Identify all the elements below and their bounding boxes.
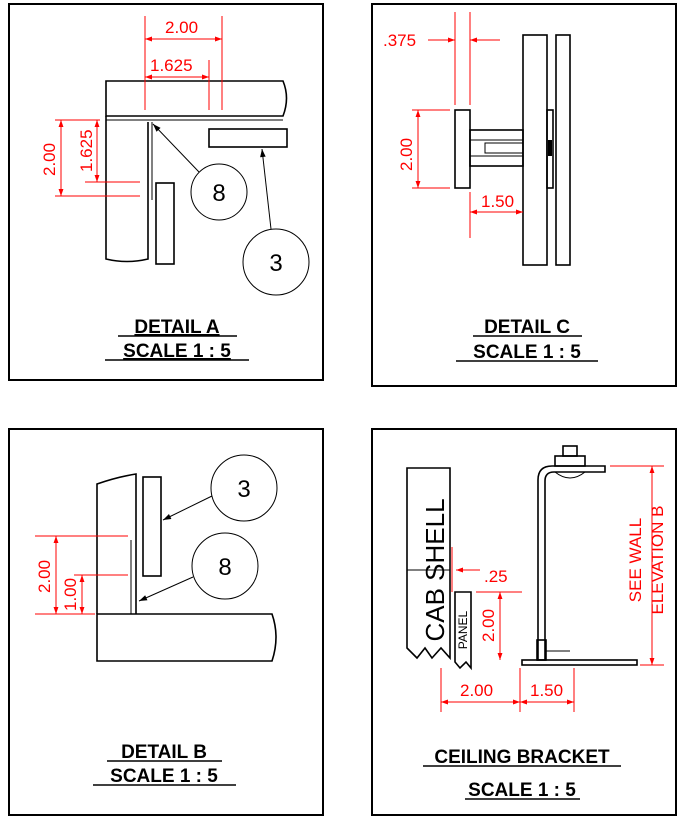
- detail-b-side-member: [96, 473, 137, 614]
- detail-a-dim-height-outer: 2.00: [40, 143, 59, 176]
- detail-c-title: DETAIL C: [484, 317, 570, 338]
- detail-a-dim-height-inner: 1.625: [77, 129, 96, 172]
- detail-b-dim-height: 2.00: [35, 560, 54, 593]
- ceiling-bracket-panel-strip: [454, 591, 472, 671]
- detail-c-dim-thickness: .375: [383, 31, 416, 50]
- ceiling-bracket-see-wall: SEE WALL: [626, 518, 645, 602]
- ceiling-bracket-scale: SCALE 1 : 5: [468, 780, 576, 801]
- detail-a-frame: [8, 3, 324, 381]
- detail-b-balloon-8: [191, 532, 259, 600]
- detail-a-leader-line: [260, 148, 272, 230]
- ceiling-bracket-nut: [554, 455, 586, 467]
- ceiling-bracket-lower-plate: [536, 639, 547, 661]
- detail-a-leader-line: [152, 123, 200, 173]
- ceiling-bracket-bolt: [562, 445, 578, 457]
- detail-b-panel-strip: [142, 476, 162, 577]
- detail-c-bolt: [484, 142, 524, 154]
- ceiling-bracket-cab-shell: [406, 467, 451, 661]
- detail-c-dim-depth: 1.50: [481, 192, 514, 211]
- detail-a-dim-width-outer: 2.00: [165, 18, 198, 37]
- detail-a-panel: 2.00 1.625 2.00 1.625 8 3 DETAIL A SCALE…: [8, 3, 324, 381]
- detail-b-balloon-3: [210, 454, 278, 522]
- detail-b-frame: [8, 428, 324, 816]
- detail-a-balloon-3-label: 3: [269, 250, 282, 277]
- ceiling-bracket-path: [554, 471, 586, 479]
- ceiling-bracket-dim-gap: .25: [484, 567, 508, 586]
- detail-c-dim-height: 2.00: [397, 138, 416, 171]
- detail-c-frame: [371, 3, 677, 387]
- detail-a-title: DETAIL A: [134, 317, 219, 338]
- detail-b-dim-offset: 1.00: [61, 578, 80, 611]
- detail-a-balloon-3: [242, 228, 310, 296]
- detail-c-panel: .375 2.00 1.50 DETAIL C SCALE 1 : 5: [371, 3, 677, 387]
- detail-b-balloon-3-label: 3: [237, 476, 250, 503]
- detail-c-nut-plate: [546, 109, 554, 189]
- ceiling-bracket-frame: [371, 428, 677, 816]
- detail-a-balloon-8-label: 8: [212, 180, 225, 207]
- ceiling-bracket-panel-label: PANEL: [456, 610, 470, 649]
- detail-b-leader-line: [138, 576, 194, 602]
- detail-a-scale: SCALE 1 : 5: [123, 341, 231, 362]
- detail-c-wall-skin: [555, 34, 571, 266]
- detail-a-dim-width-inner: 1.625: [150, 56, 193, 75]
- detail-b-bottom-member: [96, 613, 277, 662]
- detail-a-balloon-8: [190, 163, 248, 221]
- ceiling-bracket-elevation: ELEVATION B: [648, 506, 667, 615]
- detail-b-balloon-8-label: 8: [218, 554, 231, 581]
- detail-b-panel: 2.00 1.00 3 8 DETAIL B SCALE 1 : 5: [8, 428, 324, 816]
- detail-b-title: DETAIL B: [121, 742, 207, 763]
- detail-c-scale: SCALE 1 : 5: [473, 342, 581, 363]
- detail-a-panel-strip: [155, 182, 175, 265]
- ceiling-bracket-title: CEILING BRACKET: [434, 747, 610, 768]
- detail-b-leader-line: [162, 495, 213, 521]
- detail-c-wall-panel: [522, 34, 548, 266]
- ceiling-bracket-dim-depth: 1.50: [530, 681, 563, 700]
- detail-b-scale: SCALE 1 : 5: [110, 766, 218, 787]
- detail-a-side-member: [105, 116, 149, 263]
- detail-c-bracket-plate: [454, 109, 471, 189]
- detail-c-bracket-stem: [469, 129, 524, 167]
- detail-a-top-member: [105, 80, 288, 117]
- detail-c-shape: [548, 140, 552, 156]
- ceiling-bracket-panel: CAB SHELL PANEL .25 2.00 2.00 1.50 SEE W: [371, 428, 677, 816]
- ceiling-bracket-dim-height: 2.00: [479, 609, 498, 642]
- ceiling-bracket-base-plate: [521, 659, 638, 666]
- detail-a-shell-strip: [208, 128, 288, 148]
- ceiling-bracket-angle: [537, 465, 606, 661]
- ceiling-bracket-dim-offset: 2.00: [460, 681, 493, 700]
